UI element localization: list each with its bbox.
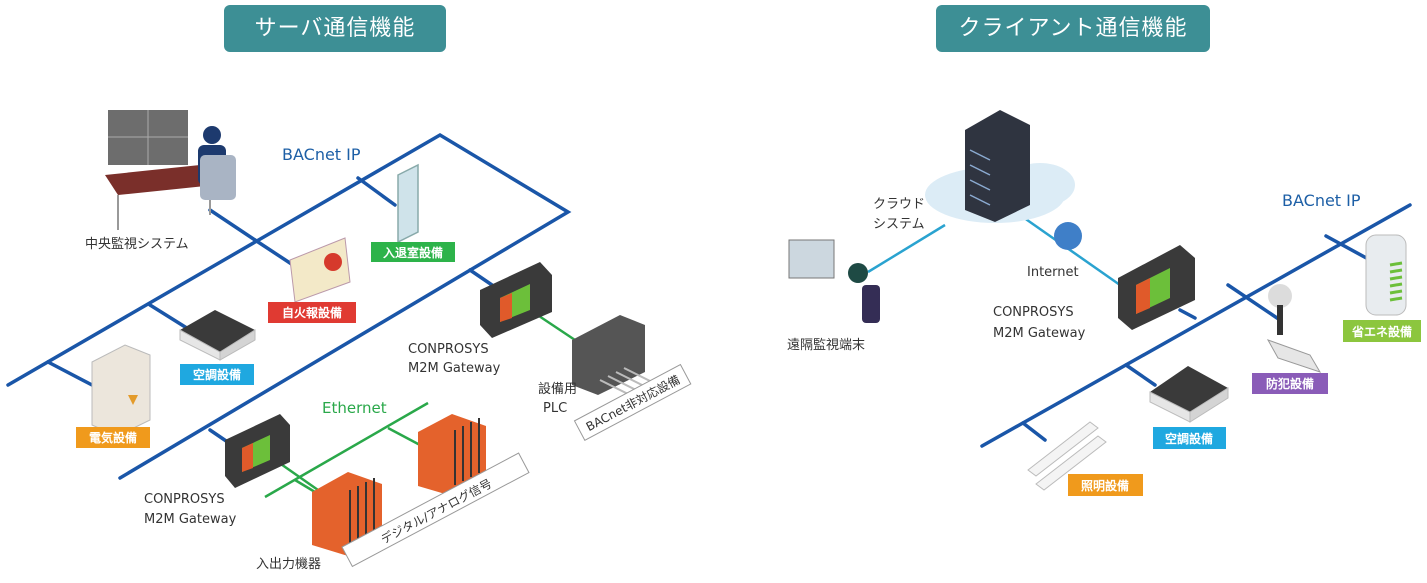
eth-branch-io2	[387, 426, 421, 447]
chair-icon	[862, 285, 880, 323]
internet-globe-icon	[1054, 222, 1082, 250]
io-module-icon	[418, 414, 486, 496]
plc-icon	[572, 315, 645, 395]
internet-label: Internet	[1027, 265, 1079, 280]
electrical-panel-icon	[91, 344, 151, 437]
camera-mount-icon	[1268, 284, 1292, 308]
cloud-gateway-line	[1019, 213, 1131, 294]
client-bacnet-network	[980, 203, 1412, 448]
gateway2-label-line2: M2M Gateway	[144, 512, 237, 527]
aircon-illustration-right	[1149, 366, 1229, 423]
plc-label-line2: PLC	[543, 401, 567, 416]
security-camera-illustration	[1266, 284, 1322, 373]
desk-icon	[105, 165, 215, 195]
client-gateway-label-line2: M2M Gateway	[993, 326, 1086, 341]
client-bacnet-backbone	[980, 203, 1412, 448]
branch-lighting	[1021, 421, 1047, 442]
cloud-links	[867, 213, 1131, 294]
branch-energy	[1324, 234, 1372, 262]
operator-head-icon	[848, 263, 868, 283]
cloud-label-line1: クラウド	[873, 197, 925, 212]
server-bacnet-network	[6, 132, 572, 480]
gateway1-illustration	[480, 262, 552, 338]
branch-aircon-right	[1124, 363, 1157, 387]
server-rack-icon	[965, 110, 1030, 222]
gateway1-label-line1: CONPROSYS	[408, 342, 489, 357]
operator-head-icon	[203, 126, 221, 144]
client-gateway-illustration	[1118, 245, 1195, 330]
tag-energy-saving-label: 省エネ設備	[1351, 324, 1412, 339]
lighting-illustration	[1027, 421, 1107, 491]
tag-entry-exit	[371, 242, 455, 262]
tag-fire-alarm	[268, 302, 356, 323]
central-monitoring-illustration	[105, 110, 236, 230]
fluorescent-tube-icon	[1035, 435, 1107, 491]
tag-security-label: 防犯設備	[1266, 376, 1314, 391]
central-monitoring-label: 中央監視システム	[85, 236, 189, 252]
ethernet-line	[264, 401, 429, 499]
branch-gateway1	[468, 268, 494, 287]
tag-aircon-right	[1153, 427, 1226, 449]
tag-aircon-right-label: 空調設備	[1165, 431, 1213, 446]
server-function-title: サーバ通信機能	[224, 5, 446, 52]
tag-aircon-left-label: 空調設備	[193, 367, 241, 382]
remote-terminal-illustration	[788, 239, 880, 323]
bacnet-backbone-line	[6, 132, 572, 480]
plc-label-line1: 設備用	[538, 381, 577, 397]
branch-client-gateway	[1178, 308, 1197, 320]
energy-saving-illustration	[1365, 234, 1407, 316]
remote-terminal-label: 遠隔監視端末	[787, 337, 865, 353]
battery-icon	[1365, 234, 1407, 316]
fire-alarm-panel-icon	[289, 237, 351, 303]
gateway1-label-line2: M2M Gateway	[408, 361, 501, 376]
cloud-label-line2: システム	[873, 217, 925, 232]
client-gateway-label-line1: CONPROSYS	[993, 305, 1074, 320]
branch-camera	[1226, 283, 1282, 322]
gateway2-label-line1: CONPROSYS	[144, 492, 225, 507]
tag-electrical-label: 電気設備	[89, 430, 137, 445]
fire-alarm-illustration	[289, 237, 351, 303]
branch-firealarm	[253, 238, 295, 267]
tag-electrical	[76, 427, 150, 448]
aircon-icon	[1150, 366, 1228, 412]
alarm-button-icon	[324, 253, 342, 271]
cloud-illustration	[925, 110, 1075, 223]
client-function-title: クライアント通信機能	[936, 5, 1210, 52]
aircon-illustration-left	[179, 310, 256, 361]
camera-icon	[1266, 339, 1322, 373]
door-illustration	[397, 163, 419, 244]
terminal-monitor-icon	[788, 239, 835, 279]
electrical-panel-illustration	[91, 344, 151, 437]
branch-door	[356, 176, 397, 207]
tag-aircon-left	[180, 364, 254, 385]
tag-security	[1252, 373, 1328, 394]
fluorescent-tube-icon	[1027, 421, 1099, 477]
chair-icon	[200, 155, 236, 200]
tag-lighting-label: 照明設備	[1081, 478, 1129, 493]
tag-fire-alarm-label: 自火報設備	[282, 305, 342, 320]
tag-entry-exit-label: 入退室設備	[383, 245, 443, 260]
door-icon	[397, 163, 419, 244]
client-bacnet-label: BACnet IP	[1282, 191, 1361, 210]
gateway2-illustration	[225, 414, 290, 488]
branch-aircon	[148, 303, 192, 332]
server-bacnet-label: BACnet IP	[282, 145, 361, 164]
ethernet-label: Ethernet	[322, 399, 387, 417]
io-devices-label: 入出力機器	[256, 557, 321, 572]
tag-lighting	[1068, 474, 1143, 496]
branch-electric	[46, 360, 94, 387]
branch-central	[208, 208, 257, 242]
terminal-cloud-line	[867, 223, 946, 274]
tag-energy-saving	[1343, 320, 1421, 342]
